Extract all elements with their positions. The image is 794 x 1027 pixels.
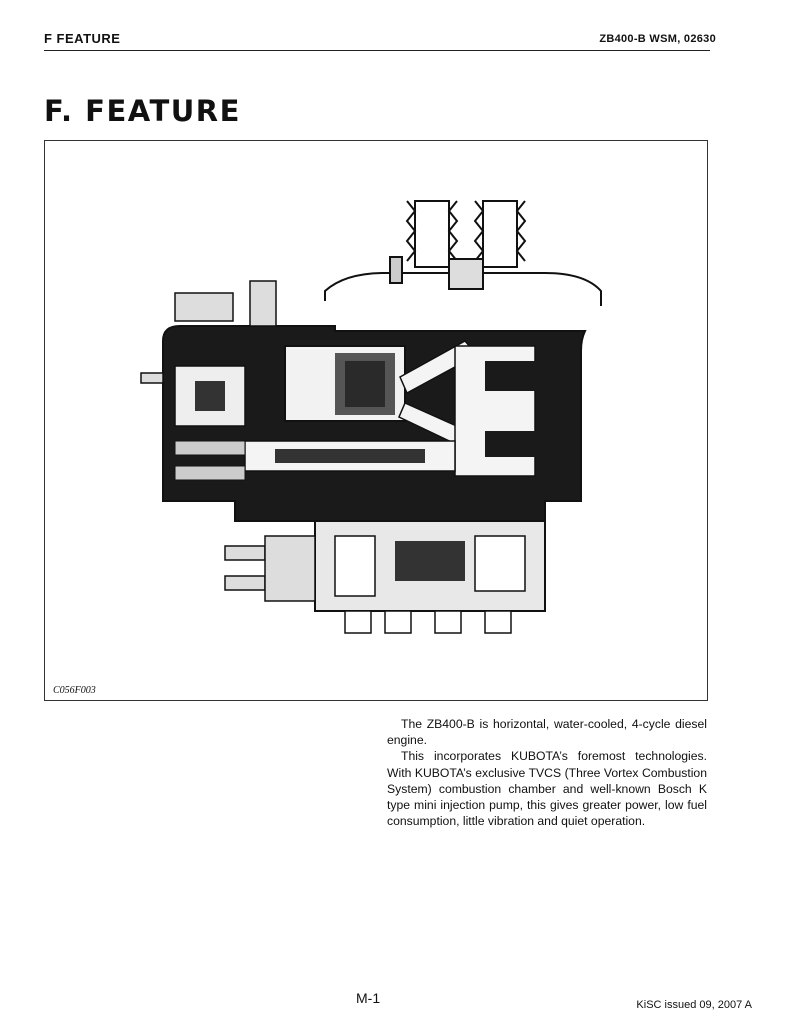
engine-cutaway-figure: C056F003 xyxy=(44,140,708,701)
feature-description: The ZB400-B is horizontal, water-cooled,… xyxy=(387,716,707,829)
paragraph-technologies: This incorporates KUBOTA’s foremost tech… xyxy=(387,749,707,829)
engine-cutaway-illustration xyxy=(140,200,602,634)
header-rule xyxy=(44,50,710,51)
page-number: M-1 xyxy=(356,990,381,1006)
figure-code: C056F003 xyxy=(53,685,96,696)
paragraph-intro: The ZB400-B is horizontal, water-cooled,… xyxy=(387,717,707,748)
page-title: F. FEATURE xyxy=(44,94,241,128)
issue-note: KiSC issued 09, 2007 A xyxy=(636,999,752,1011)
header-manual-ref: ZB400-B WSM, 02630 xyxy=(599,33,716,45)
header-section: F FEATURE xyxy=(44,31,121,46)
